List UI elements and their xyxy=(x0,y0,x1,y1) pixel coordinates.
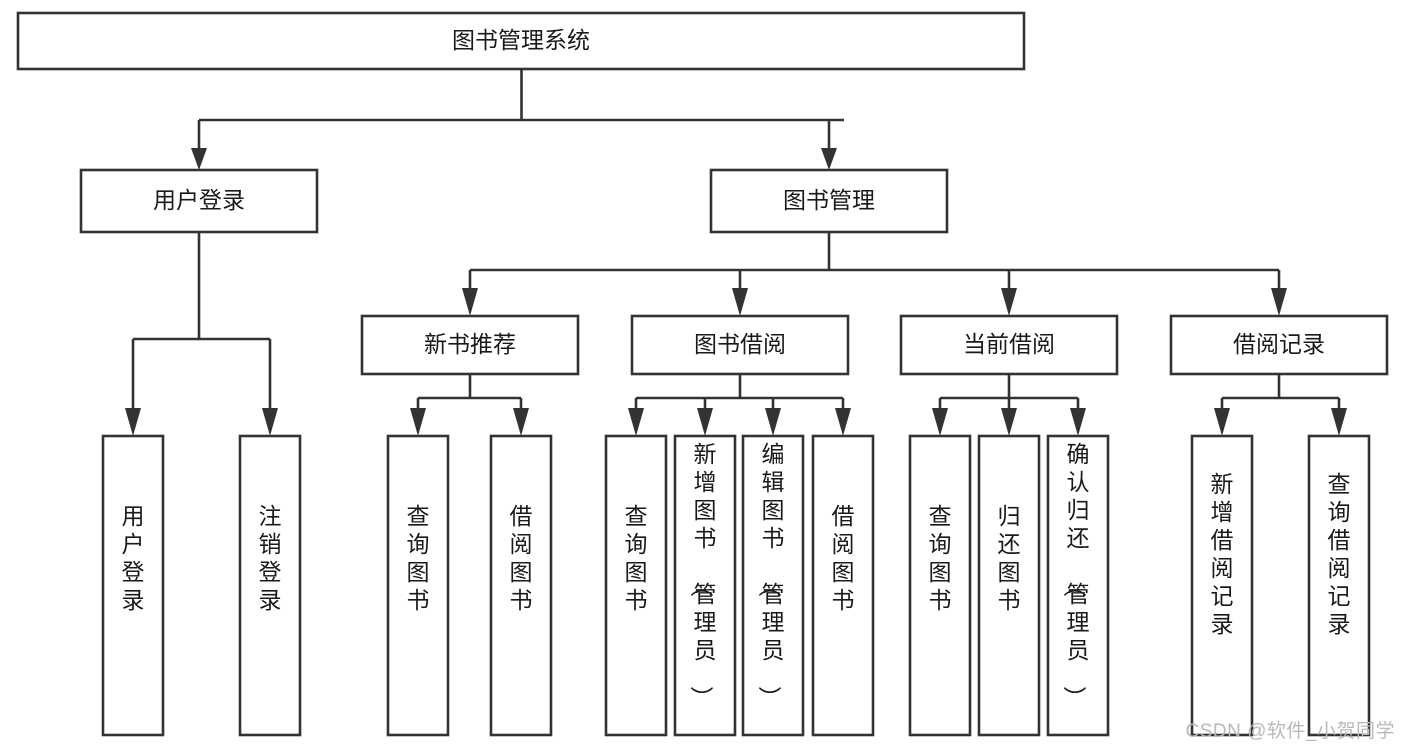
node-borrow-records-box[interactable] xyxy=(1169,314,1389,376)
leaf-query-book-1-label: 查询图书 xyxy=(407,503,430,613)
leaf-user-login-box[interactable] xyxy=(101,434,165,737)
leaf-user-logout-box[interactable] xyxy=(238,434,302,737)
node-book-borrow-label: 图书借阅 xyxy=(694,331,786,357)
leaf-add-book-label: 新增图书（管理员） xyxy=(689,441,717,709)
leaf-query-book-1-box[interactable] xyxy=(386,434,450,737)
leaf-borrow-book-1[interactable]: 借阅图书 xyxy=(489,434,553,737)
leaf-query-record[interactable]: 查询借阅记录 xyxy=(1307,434,1371,737)
node-borrow-records-label: 借阅记录 xyxy=(1233,331,1325,357)
node-book-borrow[interactable]: 图书借阅 xyxy=(630,314,850,376)
leaf-user-login[interactable]: 用户登录 xyxy=(101,434,165,737)
leaf-add-book-box[interactable] xyxy=(673,434,737,737)
leaf-query-record-label: 查询借阅记录 xyxy=(1328,471,1351,637)
leaf-query-book-2-box[interactable] xyxy=(604,434,668,737)
node-new-book-recommend-box[interactable] xyxy=(360,314,580,376)
arrow-leaf-user-logout xyxy=(262,408,278,436)
arrow-leaf-borrow-book-2 xyxy=(835,408,851,436)
leaf-user-logout-label: 注销登录 xyxy=(259,503,282,613)
arrow-to-current-borrow xyxy=(1001,288,1017,316)
node-root[interactable]: 图书管理系统 xyxy=(16,11,1026,71)
node-new-book-recommend-label: 新书推荐 xyxy=(424,331,516,357)
arrow-leaf-edit-book xyxy=(765,408,781,436)
arrow-leaf-query-book-2 xyxy=(628,408,644,436)
arrow-to-book-management xyxy=(821,148,837,170)
leaf-edit-book-label: 编辑图书（管理员） xyxy=(757,441,785,709)
arrow-leaf-user-login xyxy=(125,408,141,436)
node-user-login-label: 用户登录 xyxy=(153,187,245,213)
node-book-borrow-box[interactable] xyxy=(630,314,850,376)
arrow-leaf-query-book-3 xyxy=(932,408,948,436)
node-borrow-records[interactable]: 借阅记录 xyxy=(1169,314,1389,376)
arrow-to-book-borrow xyxy=(732,288,748,316)
node-user-login[interactable]: 用户登录 xyxy=(79,168,319,234)
node-root-label: 图书管理系统 xyxy=(452,27,590,53)
node-new-book-recommend[interactable]: 新书推荐 xyxy=(360,314,580,376)
node-book-management[interactable]: 图书管理 xyxy=(709,168,949,234)
node-user-login-box[interactable] xyxy=(79,168,319,234)
leaf-return-book[interactable]: 归还图书 xyxy=(977,434,1041,737)
leaf-add-record[interactable]: 新增借阅记录 xyxy=(1190,434,1254,737)
arrow-leaf-return-book xyxy=(1001,408,1017,436)
leaf-user-logout[interactable]: 注销登录 xyxy=(238,434,302,737)
leaf-confirm-return-label: 确认归还（管理员） xyxy=(1062,441,1090,709)
node-root-box[interactable] xyxy=(16,11,1026,71)
leaf-edit-book-box[interactable] xyxy=(741,434,805,737)
arrow-to-new-book xyxy=(462,288,478,316)
csdn-watermark: CSDN @软件_小贺同学 xyxy=(1185,721,1395,742)
leaf-add-record-box[interactable] xyxy=(1190,434,1254,737)
leaf-confirm-return[interactable]: 确认归还（管理员） xyxy=(1046,434,1110,737)
arrow-leaf-query-record xyxy=(1331,408,1347,436)
leaf-query-book-3[interactable]: 查询图书 xyxy=(908,434,972,737)
node-book-management-label: 图书管理 xyxy=(783,187,875,213)
arrow-leaf-confirm-return xyxy=(1070,408,1086,436)
node-current-borrow-box[interactable] xyxy=(899,314,1119,376)
leaf-query-book-2-label: 查询图书 xyxy=(625,503,648,613)
arrow-leaf-add-book xyxy=(697,408,713,436)
leaf-query-book-2[interactable]: 查询图书 xyxy=(604,434,668,737)
leaf-borrow-book-2-label: 借阅图书 xyxy=(832,503,855,613)
leaf-query-book-3-box[interactable] xyxy=(908,434,972,737)
leaf-borrow-book-1-box[interactable] xyxy=(489,434,553,737)
leaf-add-record-label: 新增借阅记录 xyxy=(1211,471,1234,637)
leaf-return-book-box[interactable] xyxy=(977,434,1041,737)
node-current-borrow-label: 当前借阅 xyxy=(963,331,1055,357)
leaf-borrow-book-2[interactable]: 借阅图书 xyxy=(811,434,875,737)
arrow-to-borrow-records xyxy=(1271,288,1287,316)
leaf-borrow-book-1-label: 借阅图书 xyxy=(510,503,533,613)
leaf-user-login-label: 用户登录 xyxy=(122,503,145,613)
leaf-edit-book[interactable]: 编辑图书（管理员） xyxy=(741,434,805,737)
leaf-return-book-label: 归还图书 xyxy=(998,503,1021,613)
leaf-borrow-book-2-box[interactable] xyxy=(811,434,875,737)
leaf-query-book-1[interactable]: 查询图书 xyxy=(386,434,450,737)
node-current-borrow[interactable]: 当前借阅 xyxy=(899,314,1119,376)
leaf-add-book[interactable]: 新增图书（管理员） xyxy=(673,434,737,737)
arrow-leaf-add-record xyxy=(1214,408,1230,436)
leaf-confirm-return-box[interactable] xyxy=(1046,434,1110,737)
leaf-query-book-3-label: 查询图书 xyxy=(929,503,952,613)
leaf-query-record-box[interactable] xyxy=(1307,434,1371,737)
arrow-to-user-login xyxy=(191,148,207,170)
arrow-leaf-borrow-book-1 xyxy=(513,408,529,436)
node-book-management-box[interactable] xyxy=(709,168,949,234)
connector-layer xyxy=(125,69,1347,436)
arrow-leaf-query-book-1 xyxy=(410,408,426,436)
